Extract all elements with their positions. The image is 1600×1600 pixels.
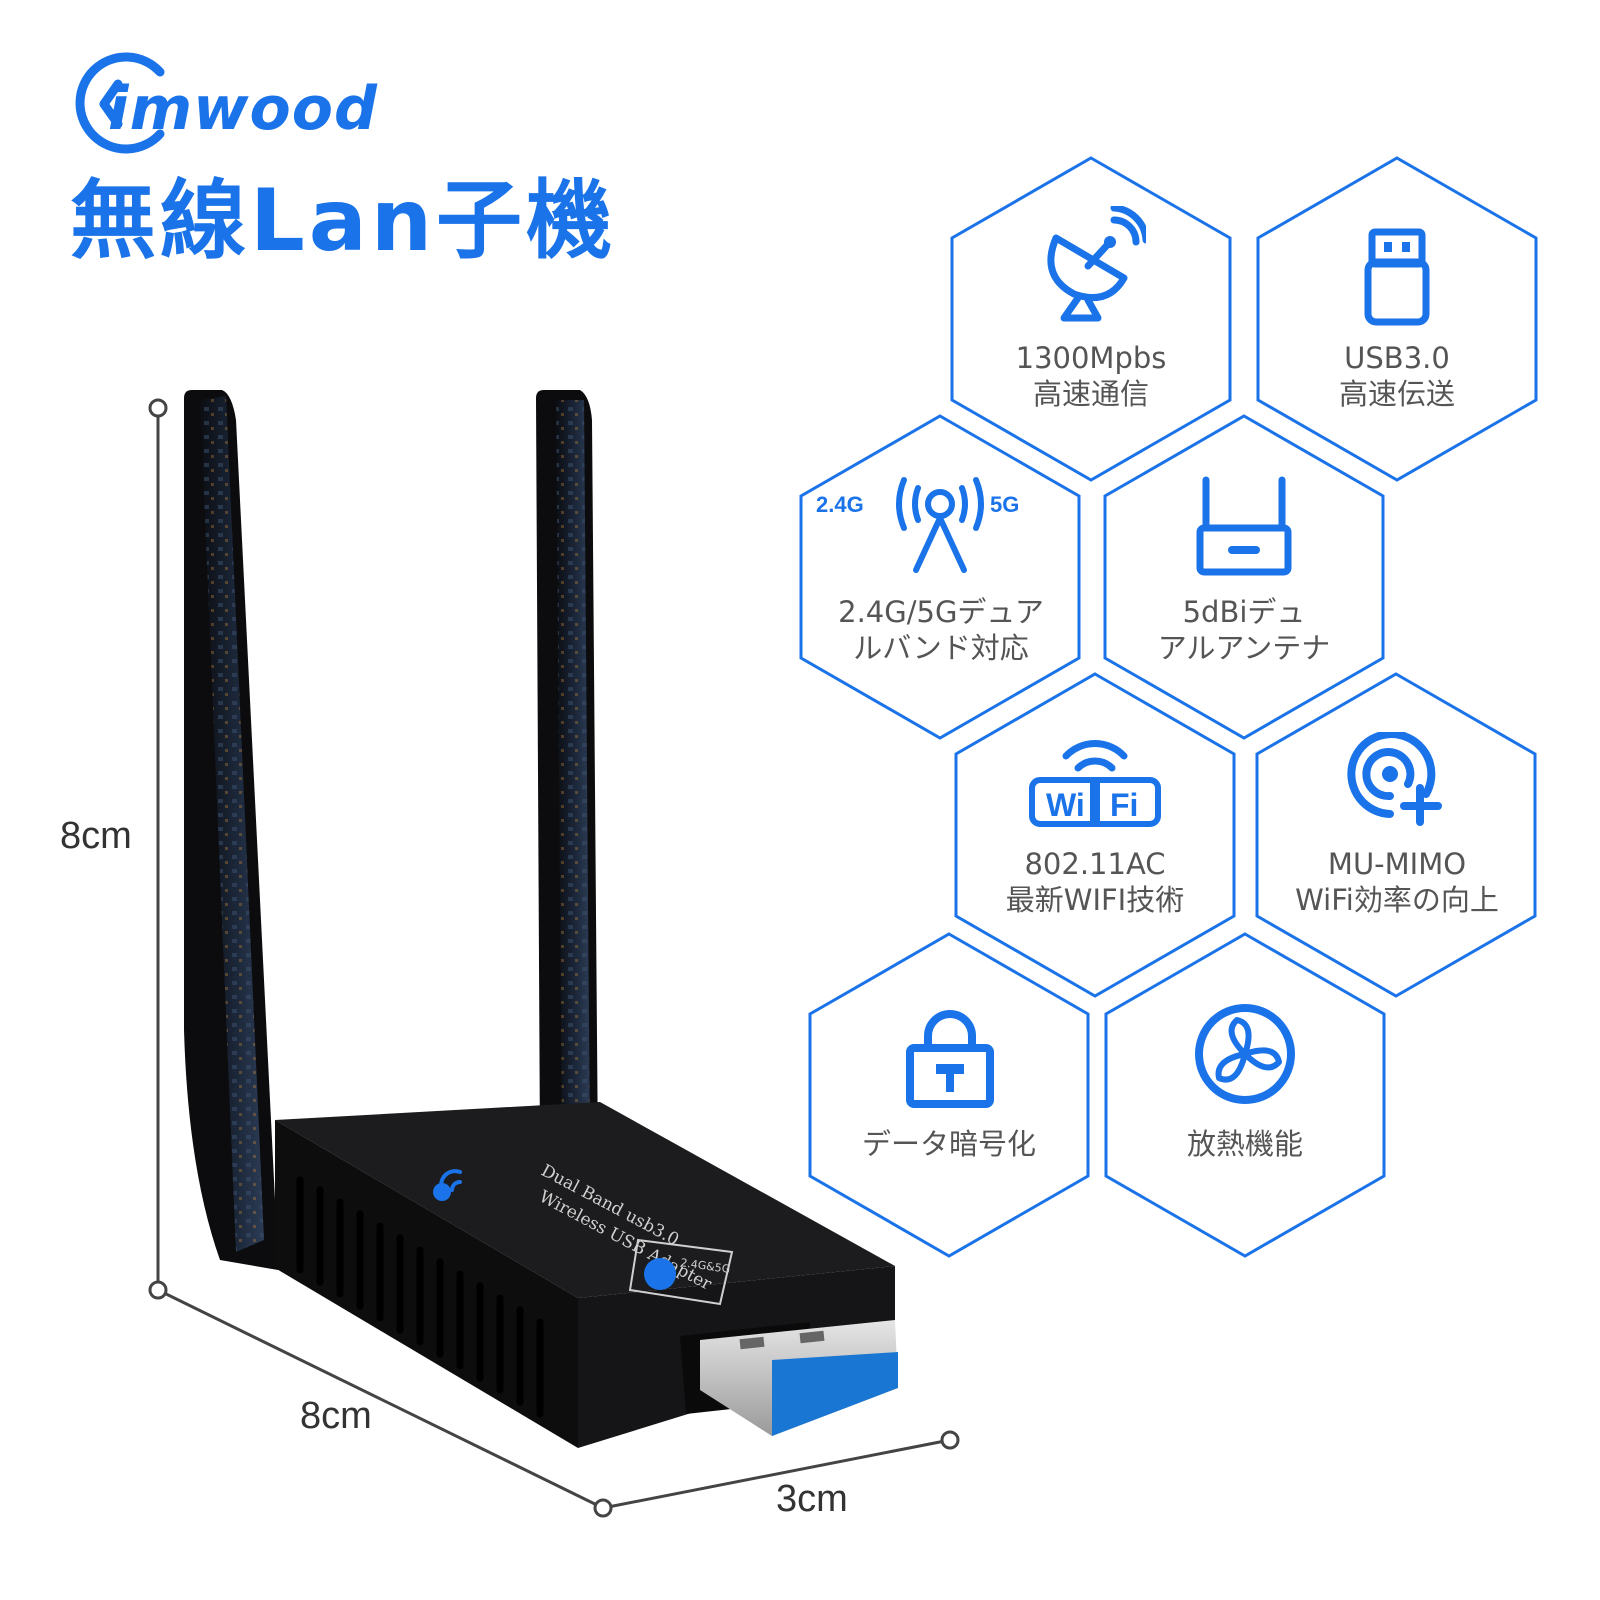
feature-wifi-line2: 最新WIFI技術	[1005, 883, 1185, 917]
feature-dual-band-line1: 2.4G/5Gデュア	[838, 595, 1044, 629]
feature-usb: USB3.0 高速伝送	[1272, 340, 1522, 412]
brand-name: imwood	[108, 74, 378, 144]
usb-drive-icon	[1364, 228, 1430, 326]
feature-usb-line2: 高速伝送	[1338, 377, 1455, 411]
satellite-dish-icon	[1047, 206, 1146, 322]
dual-band-antenna-icon: 2.4G 5G	[816, 477, 1019, 573]
feature-encryption: データ暗号化	[824, 1126, 1074, 1162]
wifi-label-fi: Fi	[1110, 787, 1138, 823]
feature-cooling-line1: 放熱機能	[1186, 1127, 1303, 1161]
band-label-5g: 5G	[990, 492, 1019, 517]
dimension-height: 8cm	[60, 815, 132, 857]
feature-speed-line2: 高速通信	[1032, 377, 1149, 411]
feature-dual-band-line2: ルバンド対応	[853, 631, 1029, 665]
feature-mu-mimo-line2: WiFi効率の向上	[1295, 883, 1499, 917]
usb-adapter-illustration: Dual Band usb3.0 Wireless USB Adapter 2.…	[184, 390, 898, 1448]
feature-mu-mimo-line1: MU-MIMO	[1327, 847, 1467, 881]
feature-mu-mimo: MU-MIMO WiFi効率の向上	[1266, 846, 1528, 918]
feature-cooling: 放熱機能	[1120, 1126, 1370, 1162]
feature-usb-line1: USB3.0	[1344, 341, 1450, 375]
lock-icon	[906, 1010, 994, 1108]
page-title: 無線Lan子機	[70, 171, 617, 271]
feature-speed: 1300Mpbs 高速通信	[966, 340, 1216, 412]
dimension-width: 3cm	[776, 1478, 848, 1520]
feature-wifi-line1: 802.11AC	[1024, 847, 1166, 881]
router-icon	[1196, 476, 1292, 576]
feature-wifi: 802.11AC 最新WIFI技術	[970, 846, 1220, 918]
feature-speed-line1: 1300Mpbs	[1015, 341, 1167, 375]
feature-antenna: 5dBiデュ アルアンテナ	[1119, 594, 1369, 666]
signal-plus-icon	[1347, 732, 1442, 826]
fan-icon	[1195, 1004, 1295, 1104]
feature-dual-band: 2.4G/5Gデュア ルバンド対応	[815, 594, 1067, 666]
logo-mark	[75, 52, 165, 154]
wifi-icon: Wi Fi	[1029, 740, 1161, 827]
dimension-length: 8cm	[300, 1395, 372, 1437]
feature-encryption-line1: データ暗号化	[861, 1127, 1036, 1161]
feature-antenna-line1: 5dBiデュ	[1182, 595, 1306, 629]
wifi-label-wi: Wi	[1046, 787, 1085, 823]
feature-antenna-line2: アルアンテナ	[1157, 631, 1331, 665]
band-label-2-4g: 2.4G	[816, 492, 864, 517]
